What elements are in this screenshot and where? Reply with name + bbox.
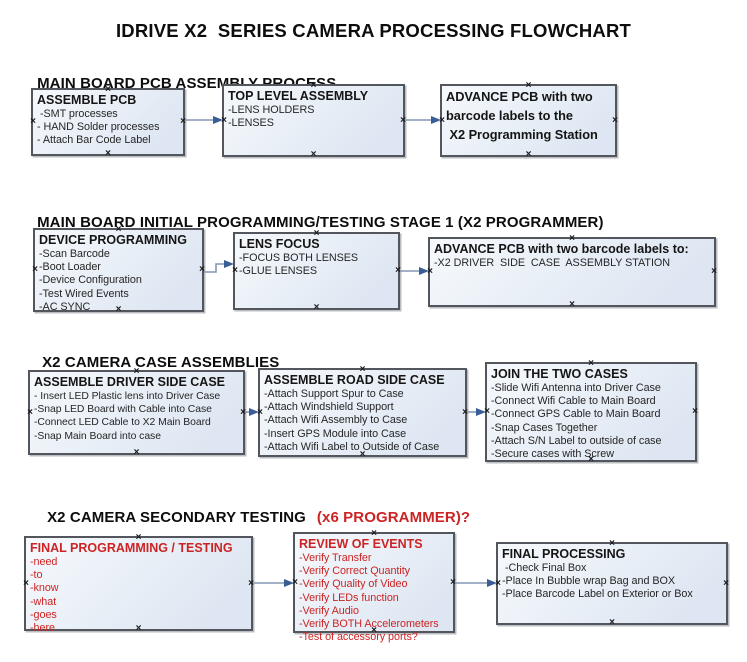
flow-box-join-the-two-cases[interactable]: JOIN THE TWO CASES -Slide Wifi Antenna i… bbox=[484, 359, 698, 465]
box-item: -Insert GPS Module into Case bbox=[264, 427, 407, 440]
flow-box-lens-focus[interactable]: LENS FOCUS -FOCUS BOTH LENSES -GLUE LENS… bbox=[232, 229, 401, 313]
box-title: ASSEMBLE ROAD SIDE CASE bbox=[264, 373, 445, 387]
box-item: -Snap Cases Together bbox=[491, 421, 598, 434]
flow-box-assemble-pcb[interactable]: ASSEMBLE PCB -SMT processes - HAND Solde… bbox=[30, 85, 186, 159]
box-item: -Verify BOTH Accelerometers bbox=[299, 618, 439, 631]
flow-box-final-processing[interactable]: FINAL PROCESSING -Check Final Box -Place… bbox=[495, 539, 729, 628]
box-item: -Device Configuration bbox=[39, 274, 142, 287]
anchor-marker: × bbox=[609, 617, 615, 628]
flow-box-final-programming-testing[interactable]: FINAL PROGRAMMING / TESTING -need -to -k… bbox=[23, 533, 254, 635]
box-item: - Insert LED Plastic lens into Driver Ca… bbox=[34, 391, 221, 402]
flow-box-device-programming[interactable]: DEVICE PROGRAMMING -Scan Barcode -Boot L… bbox=[32, 225, 205, 315]
box-item: X2 Programming Station bbox=[446, 127, 598, 142]
anchor-marker: × bbox=[310, 149, 317, 160]
flow-box-review-of-events[interactable]: REVIEW OF EVENTS -Verify Transfer -Verif… bbox=[292, 529, 456, 644]
anchor-marker: × bbox=[525, 149, 532, 160]
flow-box-advance-pcb-driver-side[interactable]: ADVANCE PCB with two barcode labels to: … bbox=[427, 234, 717, 310]
box-title: FINAL PROGRAMMING / TESTING bbox=[30, 541, 233, 555]
box-item: -AC SYNC bbox=[39, 300, 91, 313]
box-item: -Place In Bubble wrap Bag and BOX bbox=[502, 575, 676, 588]
section-header-text: X2 CAMERA SECONDARY TESTING bbox=[47, 509, 306, 526]
box-item: - Attach Bar Code Label bbox=[37, 134, 151, 147]
section-header-initial-programming: MAIN BOARD INITIAL PROGRAMMING/TESTING S… bbox=[20, 197, 604, 248]
flow-box-top-level-assembly[interactable]: TOP LEVEL ASSEMBLY -LENS HOLDERS -LENSES… bbox=[221, 81, 406, 160]
box-item: -Scan Barcode bbox=[39, 248, 110, 260]
box-item: -FOCUS BOTH LENSES bbox=[239, 252, 359, 264]
box-title: ASSEMBLE PCB bbox=[37, 93, 137, 107]
flow-box-assemble-driver-side-case[interactable]: ASSEMBLE DRIVER SIDE CASE - Insert LED P… bbox=[27, 367, 246, 458]
box-item: -Attach Windshield Support bbox=[264, 401, 394, 414]
box-item: -Snap Main Board into case bbox=[34, 430, 161, 442]
box-title: REVIEW OF EVENTS bbox=[299, 537, 423, 551]
box-item: -Attach Wifi Assembly to Case bbox=[264, 414, 408, 427]
anchor-marker: × bbox=[569, 299, 575, 310]
box-item: -Verify Quality of Video bbox=[299, 578, 408, 591]
box-title: LENS FOCUS bbox=[239, 237, 320, 251]
box-item: ADVANCE PCB with two bbox=[446, 89, 593, 104]
box-item: -goes bbox=[30, 608, 57, 621]
box-item: -here bbox=[30, 622, 55, 635]
box-title: JOIN THE TWO CASES bbox=[491, 367, 628, 381]
box-item: -Connect GPS Cable to Main Board bbox=[491, 408, 661, 421]
box-item: -Test Wired Events bbox=[39, 287, 129, 300]
box-item: -X2 DRIVER SIDE CASE ASSEMBLY STATION bbox=[434, 257, 670, 269]
box-item: -need bbox=[30, 556, 58, 568]
anchor-marker: × bbox=[313, 302, 320, 313]
box-title: DEVICE PROGRAMMING bbox=[39, 233, 187, 247]
flow-box-assemble-road-side-case[interactable]: ASSEMBLE ROAD SIDE CASE -Attach Support … bbox=[257, 365, 468, 460]
box-item: -Attach S/N Label to outside of case bbox=[491, 434, 662, 447]
box-item: -LENS HOLDERS bbox=[228, 104, 315, 116]
box-item: -Verify Correct Quantity bbox=[299, 565, 411, 578]
box-item: -Boot Loader bbox=[39, 261, 101, 274]
box-item: -Attach Wifi Label to Outside of Case bbox=[264, 440, 440, 453]
box-item: -Check Final Box bbox=[502, 562, 587, 574]
section-header-text: X2 CAMERA CASE ASSEMBLIES bbox=[42, 354, 280, 371]
box-item: -what bbox=[30, 595, 57, 608]
flow-box-advance-pcb-programming-station[interactable]: ADVANCE PCB with two barcode labels to t… bbox=[439, 81, 618, 160]
section-header-text: MAIN BOARD INITIAL PROGRAMMING/TESTING S… bbox=[37, 214, 604, 231]
box-item: -Verify Transfer bbox=[299, 552, 372, 564]
connector-arrow[interactable] bbox=[204, 260, 234, 273]
box-item: -know bbox=[30, 582, 59, 595]
section-header-case-assemblies: X2 CAMERA CASE ASSEMBLIES bbox=[25, 337, 279, 388]
box-item: barcode labels to the bbox=[446, 108, 573, 123]
box-item: -Secure cases with Screw bbox=[491, 448, 615, 461]
box-item: -to bbox=[30, 569, 43, 582]
box-title: TOP LEVEL ASSEMBLY bbox=[228, 89, 369, 103]
box-item: -Connect Wifi Cable to Main Board bbox=[491, 395, 656, 408]
anchor-marker: × bbox=[105, 148, 111, 159]
box-title: ASSEMBLE DRIVER SIDE CASE bbox=[34, 375, 226, 389]
box-item: - HAND Solder processes bbox=[37, 121, 160, 134]
box-item: -Slide Wifi Antenna into Driver Case bbox=[491, 382, 661, 394]
box-title: ADVANCE PCB with two barcode labels to: bbox=[434, 242, 689, 256]
section-header-red-text: (x6 PROGRAMMER)? bbox=[316, 509, 471, 526]
box-item: -Test of accessory ports? bbox=[299, 631, 418, 644]
box-item: -GLUE LENSES bbox=[239, 265, 318, 278]
box-item: -LENSES bbox=[228, 117, 274, 130]
anchor-marker: × bbox=[133, 447, 140, 458]
box-item: -Verify Audio bbox=[299, 604, 359, 617]
box-item: -Snap LED Board with Cable into Case bbox=[34, 404, 212, 416]
box-item: -Place Barcode Label on Exterior or Box bbox=[502, 588, 693, 601]
box-item: -Connect LED Cable to X2 Main Board bbox=[34, 417, 211, 429]
section-header-secondary-testing: X2 CAMERA SECONDARY TESTING (x6 PROGRAMME… bbox=[30, 492, 470, 543]
box-item: -Attach Support Spur to Case bbox=[264, 388, 404, 400]
box-title: FINAL PROCESSING bbox=[502, 547, 626, 561]
box-item: -Verify LEDs function bbox=[299, 591, 399, 604]
page-title: IDRIVE X2 SERIES CAMERA PROCESSING FLOWC… bbox=[115, 20, 632, 41]
box-item: -SMT processes bbox=[37, 108, 118, 120]
